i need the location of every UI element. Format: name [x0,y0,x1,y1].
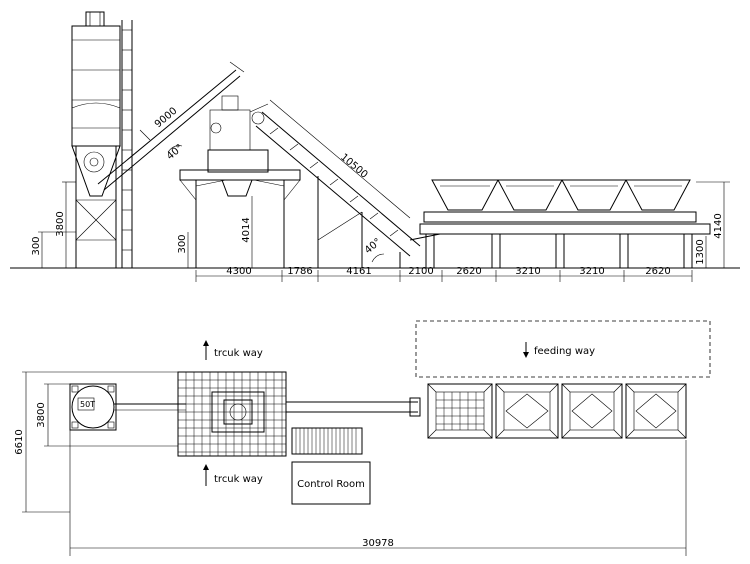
feeding-way-zone [415,320,711,378]
dim-span-7: 3210 [579,266,604,277]
cement-silo [71,11,133,268]
aggregate-bins-plan [427,383,687,439]
silo-capacity-label: 50T [80,400,95,409]
dim-screw-angle: 40° [165,142,186,162]
elevation-view: 9000 40° [10,11,740,282]
arrow-up-icon [203,340,209,360]
dim-hopper-base: 1300 [695,239,706,264]
dim-total-length: 30978 [362,538,394,549]
feeding-way-label: feeding way [534,346,595,357]
dim-span-6: 3210 [515,266,540,277]
mixer-platform-plan [177,371,287,457]
dim-hopper-height: 4140 [713,213,724,238]
dim-span-4: 2100 [408,266,433,277]
truck-way-top-label: trcuk way [214,348,263,359]
dim-belt-angle: 40° [363,236,384,256]
control-room-label: Control Room [297,479,365,490]
dim-mixer-height: 4014 [241,217,252,242]
mixer-dimensions [187,196,253,268]
silo-dimensions [38,181,76,268]
belt-conveyor-plan [286,397,421,455]
mixer-station [179,95,301,268]
plan-dimensions [22,371,687,556]
plan-view: feeding way trcuk way trcuk way Control … [14,320,711,556]
dim-frame-base: 300 [177,234,188,253]
hopper-dimensions [696,181,730,268]
dim-span-1: 4300 [226,266,251,277]
arrow-down-icon [523,342,529,358]
screw-conveyor [97,61,245,191]
dim-plan-width-outer: 6610 [14,429,25,454]
dim-span-3: 4161 [346,266,371,277]
dim-silo-height: 3800 [55,211,66,236]
truck-way-bottom-label: trcuk way [214,474,263,485]
dim-span-2: 1786 [287,266,312,277]
dim-plan-width-inner: 3800 [36,402,47,427]
silo-plan [69,383,117,431]
dim-span-8: 2620 [645,266,670,277]
dim-span-5: 2620 [456,266,481,277]
dim-belt-length: 10500 [338,152,369,181]
control-room [291,461,371,505]
dim-screw-conveyor: 9000 [153,106,180,131]
span-dimension-chain [195,270,693,282]
dim-silo-base: 300 [31,236,42,255]
belt-conveyor [255,99,421,268]
aggregate-batcher [409,179,711,269]
arrow-up-icon [203,464,209,486]
